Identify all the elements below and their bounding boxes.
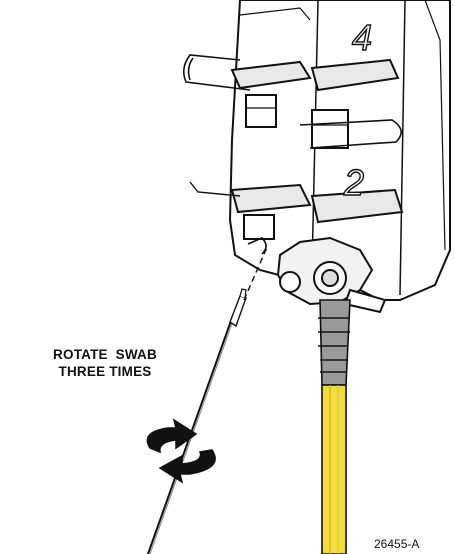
instruction-callout: ROTATE SWAB THREE TIMES	[20, 346, 190, 380]
figure-id: 26455-A	[374, 537, 420, 551]
drop-cable	[318, 299, 351, 554]
terminal-enclosure	[228, 0, 451, 314]
wire-bail	[182, 54, 402, 255]
connector-label-2: 2	[343, 162, 364, 203]
instruction-line-1: ROTATE SWAB	[53, 347, 157, 362]
instruction-line-2: THREE TIMES	[58, 364, 152, 379]
cleaning-swab	[147, 244, 269, 554]
connector-label-4: 4	[352, 17, 372, 58]
rotation-arrow-icon	[146, 418, 216, 484]
